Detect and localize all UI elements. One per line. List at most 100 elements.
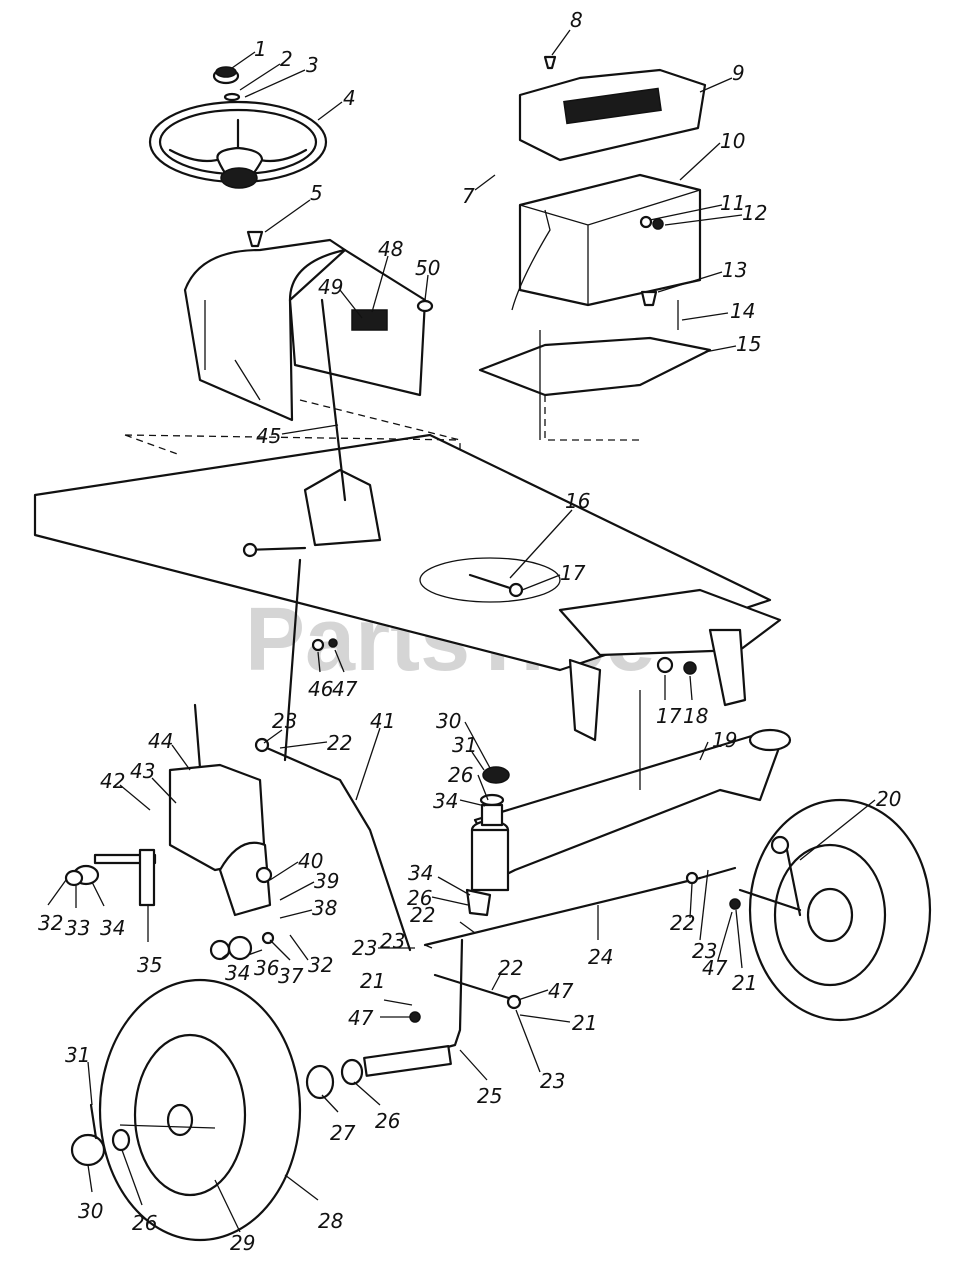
callout-4: 4 <box>317 86 356 121</box>
svg-text:14: 14 <box>730 299 755 323</box>
callout-27: 27 <box>321 1094 356 1145</box>
svg-text:21: 21 <box>360 969 385 993</box>
steering-gear-bracket <box>64 763 275 961</box>
svg-text:38: 38 <box>312 896 337 920</box>
svg-text:18: 18 <box>683 704 708 728</box>
svg-text:30: 30 <box>78 1199 103 1223</box>
svg-text:21: 21 <box>572 1011 597 1035</box>
callout-25: 25 <box>459 1049 502 1108</box>
dash-panel <box>183 238 461 500</box>
svg-text:12: 12 <box>742 201 767 225</box>
callout-15: 15 <box>704 332 761 356</box>
svg-text:23: 23 <box>272 709 297 733</box>
callout-14: 14 <box>681 299 755 323</box>
callout-24: 24 <box>588 905 613 969</box>
svg-text:15: 15 <box>736 332 761 356</box>
callout-9: 9 <box>699 61 745 93</box>
left-spindle <box>363 938 522 1077</box>
svg-text:36: 36 <box>254 956 279 980</box>
callout-38: 38 <box>279 896 337 920</box>
svg-text:47: 47 <box>548 979 574 1003</box>
callout-23e: 23 <box>380 929 433 953</box>
svg-text:13: 13 <box>722 258 747 282</box>
svg-text:32: 32 <box>308 953 333 977</box>
callout-34c: 34 <box>433 789 486 813</box>
callout-18: 18 <box>683 675 708 728</box>
callout-41: 41 <box>355 709 395 801</box>
callout-16: 16 <box>509 489 590 579</box>
callout-26c: 26 <box>353 1081 400 1133</box>
callout-11: 11 <box>649 191 745 221</box>
svg-text:43: 43 <box>130 759 155 783</box>
callout-34a: 34 <box>91 881 125 940</box>
callout-7: 7 <box>462 174 496 208</box>
svg-text:25: 25 <box>477 1084 502 1108</box>
svg-text:22: 22 <box>327 731 352 755</box>
svg-text:33: 33 <box>65 916 90 940</box>
svg-text:46: 46 <box>308 677 333 701</box>
svg-text:22: 22 <box>410 903 435 927</box>
callout-26b: 26 <box>407 886 469 910</box>
callout-40: 40 <box>269 849 323 881</box>
svg-text:26: 26 <box>132 1211 157 1235</box>
callout-44: 44 <box>148 729 191 771</box>
callout-45: 45 <box>256 424 339 448</box>
callout-49: 49 <box>318 275 363 319</box>
svg-text:10: 10 <box>720 129 745 153</box>
svg-text:5: 5 <box>310 181 323 205</box>
svg-text:17: 17 <box>656 704 682 728</box>
svg-text:45: 45 <box>256 424 281 448</box>
callout-50: 50 <box>415 256 440 301</box>
svg-text:35: 35 <box>137 953 162 977</box>
front-axle <box>465 690 792 917</box>
callout-31a: 31 <box>452 733 485 771</box>
callout-47d: 47 <box>702 911 733 980</box>
svg-text:34: 34 <box>225 961 250 985</box>
callout-3: 3 <box>244 53 319 98</box>
callout-21a: 21 <box>732 909 757 995</box>
svg-text:7: 7 <box>462 184 475 208</box>
svg-text:9: 9 <box>732 61 745 85</box>
callout-22b: 22 <box>410 903 476 934</box>
svg-text:26: 26 <box>407 886 432 910</box>
callout-20: 20 <box>799 787 901 861</box>
callout-39: 39 <box>279 869 339 901</box>
drag-link-tie-rod <box>254 737 737 952</box>
callout-37: 37 <box>269 939 304 988</box>
callout-8: 8 <box>551 8 583 56</box>
svg-text:23: 23 <box>692 939 717 963</box>
svg-text:26: 26 <box>448 763 473 787</box>
callout-labels: 1 2 3 4 5 7 8 9 10 11 12 13 14 15 16 17 … <box>38 8 901 1255</box>
svg-text:23: 23 <box>352 936 377 960</box>
callout-22d: 22 <box>491 956 523 991</box>
callout-26a: 26 <box>448 763 489 801</box>
svg-text:8: 8 <box>570 8 583 32</box>
callout-36: 36 <box>247 949 279 980</box>
svg-text:50: 50 <box>415 256 440 280</box>
callout-31b: 31 <box>65 1043 93 1106</box>
svg-text:47: 47 <box>332 677 358 701</box>
callout-23b: 23 <box>352 936 415 960</box>
callout-42: 42 <box>100 769 151 811</box>
svg-text:26: 26 <box>375 1109 400 1133</box>
right-wheel <box>729 798 932 1022</box>
callout-30b: 30 <box>78 1164 103 1223</box>
svg-text:40: 40 <box>298 849 323 873</box>
callout-1: 1 <box>231 37 267 69</box>
callout-47b: 47 <box>517 979 574 1003</box>
svg-text:31: 31 <box>452 733 477 757</box>
callout-23c: 23 <box>692 869 717 963</box>
callout-2: 2 <box>239 47 293 91</box>
svg-text:37: 37 <box>278 964 304 988</box>
callout-5a: 5 <box>264 181 323 233</box>
callout-21b: 21 <box>360 969 413 1006</box>
svg-text:4: 4 <box>343 86 356 110</box>
svg-text:34: 34 <box>433 789 458 813</box>
callout-28: 28 <box>284 1174 343 1233</box>
svg-text:1: 1 <box>254 37 267 61</box>
svg-text:39: 39 <box>314 869 339 893</box>
callout-32b: 32 <box>289 934 333 977</box>
svg-text:24: 24 <box>588 945 613 969</box>
svg-text:31: 31 <box>65 1043 90 1067</box>
